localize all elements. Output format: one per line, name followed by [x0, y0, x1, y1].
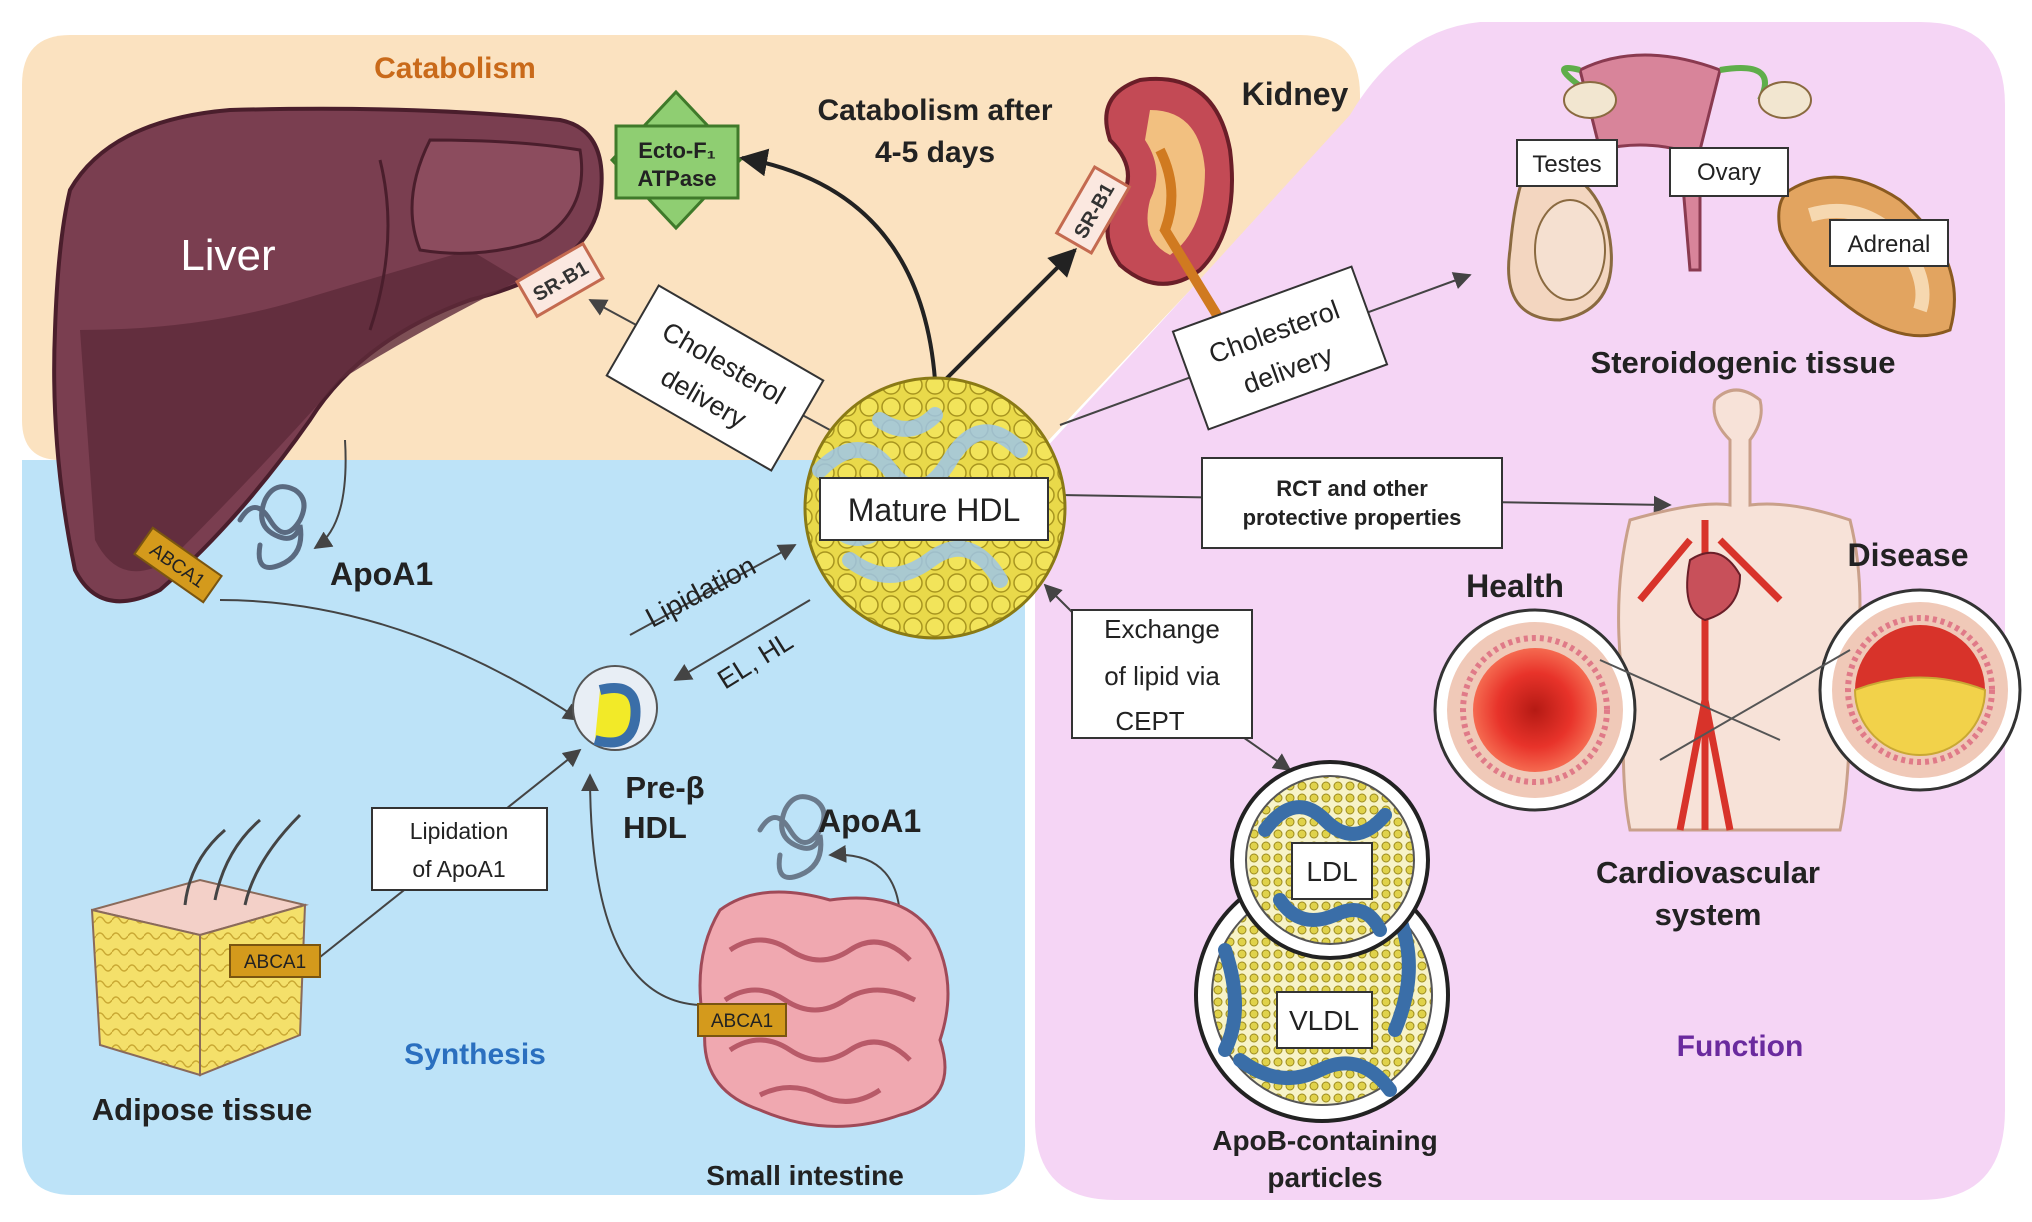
abca1-liver: ABCA1: [133, 526, 223, 604]
svg-text:Exchange: Exchange: [1104, 614, 1220, 644]
catabolism-after-line1: Catabolism after: [817, 94, 1052, 127]
disease-label: Disease: [1848, 537, 1969, 573]
mature-hdl-particle: Mature HDL: [803, 376, 1067, 640]
health-connector-line: [1599, 659, 1781, 741]
health-label: Health: [1466, 568, 1564, 604]
svg-text:ATPase: ATPase: [637, 166, 716, 191]
lipidation-apoa1-box: Lipidation of ApoA1: [371, 807, 548, 891]
diseased-artery-cross-section: [1818, 588, 2022, 792]
testes-illustration: [1507, 158, 1613, 322]
kidney-label: Kidney: [1242, 76, 1349, 112]
svg-text:of lipid via: of lipid via: [1104, 661, 1220, 691]
pre-beta-label-2: HDL: [623, 810, 687, 845]
abca1-intestine: ABCA1: [697, 1003, 787, 1037]
cardio-label-2: system: [1655, 897, 1762, 932]
function-title: Function: [1677, 1030, 1804, 1063]
apob-label-2: particles: [1267, 1162, 1382, 1193]
synthesis-title: Synthesis: [404, 1038, 546, 1071]
testes-label-box: Testes: [1516, 139, 1618, 187]
abca1-adipose: ABCA1: [229, 944, 321, 978]
intestine-label: Small intestine: [706, 1160, 904, 1191]
apoa1-protein-intestine: [757, 794, 827, 880]
disease-connector-line: [1659, 649, 1851, 761]
pre-beta-hdl-particle: [572, 665, 658, 751]
uterus-ovary-illustration: [1561, 53, 1812, 272]
apoa1-label-liver: ApoA1: [330, 556, 433, 592]
svg-text:protective properties: protective properties: [1243, 505, 1462, 530]
arrow-intestine-to-prebeta: [581, 773, 711, 1007]
rct-box: RCT and other protective properties: [1201, 457, 1503, 549]
svg-text:Ovary: Ovary: [1697, 159, 1761, 186]
svg-text:Lipidation: Lipidation: [410, 818, 508, 844]
adipose-label: Adipose tissue: [92, 1092, 313, 1127]
svg-text:RCT and other: RCT and other: [1276, 476, 1428, 501]
apob-label-1: ApoB-containing: [1212, 1125, 1438, 1156]
svg-text:Adrenal: Adrenal: [1848, 231, 1931, 258]
vldl-label: VLDL: [1289, 1005, 1359, 1036]
apoa1-protein-liver: [237, 484, 307, 570]
steroidogenic-label: Steroidogenic tissue: [1591, 345, 1896, 380]
arrow-hdl-to-ecto: [739, 148, 937, 381]
small-intestine-illustration: [698, 890, 950, 1128]
ecto-f1-atpase: Ecto-F₁ ATPase: [609, 89, 743, 231]
svg-text:Ecto-F₁: Ecto-F₁: [638, 138, 716, 163]
liver-illustration: [52, 106, 604, 604]
cardio-label-1: Cardiovascular: [1596, 855, 1820, 890]
svg-text:CEPT: CEPT: [1115, 706, 1184, 736]
svg-text:ABCA1: ABCA1: [244, 952, 306, 973]
ldl-particle: LDL: [1230, 760, 1430, 960]
apoa1-label-intestine: ApoA1: [818, 803, 921, 839]
liver-label: Liver: [180, 231, 275, 280]
catabolism-title: Catabolism: [374, 52, 536, 85]
kidney-illustration: [1104, 76, 1234, 323]
ldl-label: LDL: [1306, 856, 1357, 887]
healthy-artery-cross-section: [1433, 608, 1637, 812]
arrow-hdl-to-kidney: [943, 248, 1077, 382]
exchange-lipid-box: Exchange of lipid via CEPT: [1071, 609, 1253, 739]
arrow-el-hl: [673, 599, 811, 681]
svg-text:ABCA1: ABCA1: [711, 1011, 773, 1032]
arrow-liver-to-apoa1: [313, 439, 347, 549]
svg-text:of ApoA1: of ApoA1: [412, 856, 505, 882]
adrenal-label-box: Adrenal: [1829, 219, 1949, 267]
arrow-exchange-ldl: [1239, 734, 1292, 772]
mature-hdl-label: Mature HDL: [848, 492, 1021, 528]
arrow-lipidation: [629, 544, 797, 636]
pre-beta-label-1: Pre-β: [625, 770, 704, 805]
arrow-liver-to-prebeta: [219, 599, 582, 721]
catabolism-after-line2: 4-5 days: [875, 136, 995, 169]
ovary-label-box: Ovary: [1669, 147, 1789, 197]
svg-text:Testes: Testes: [1532, 151, 1601, 178]
